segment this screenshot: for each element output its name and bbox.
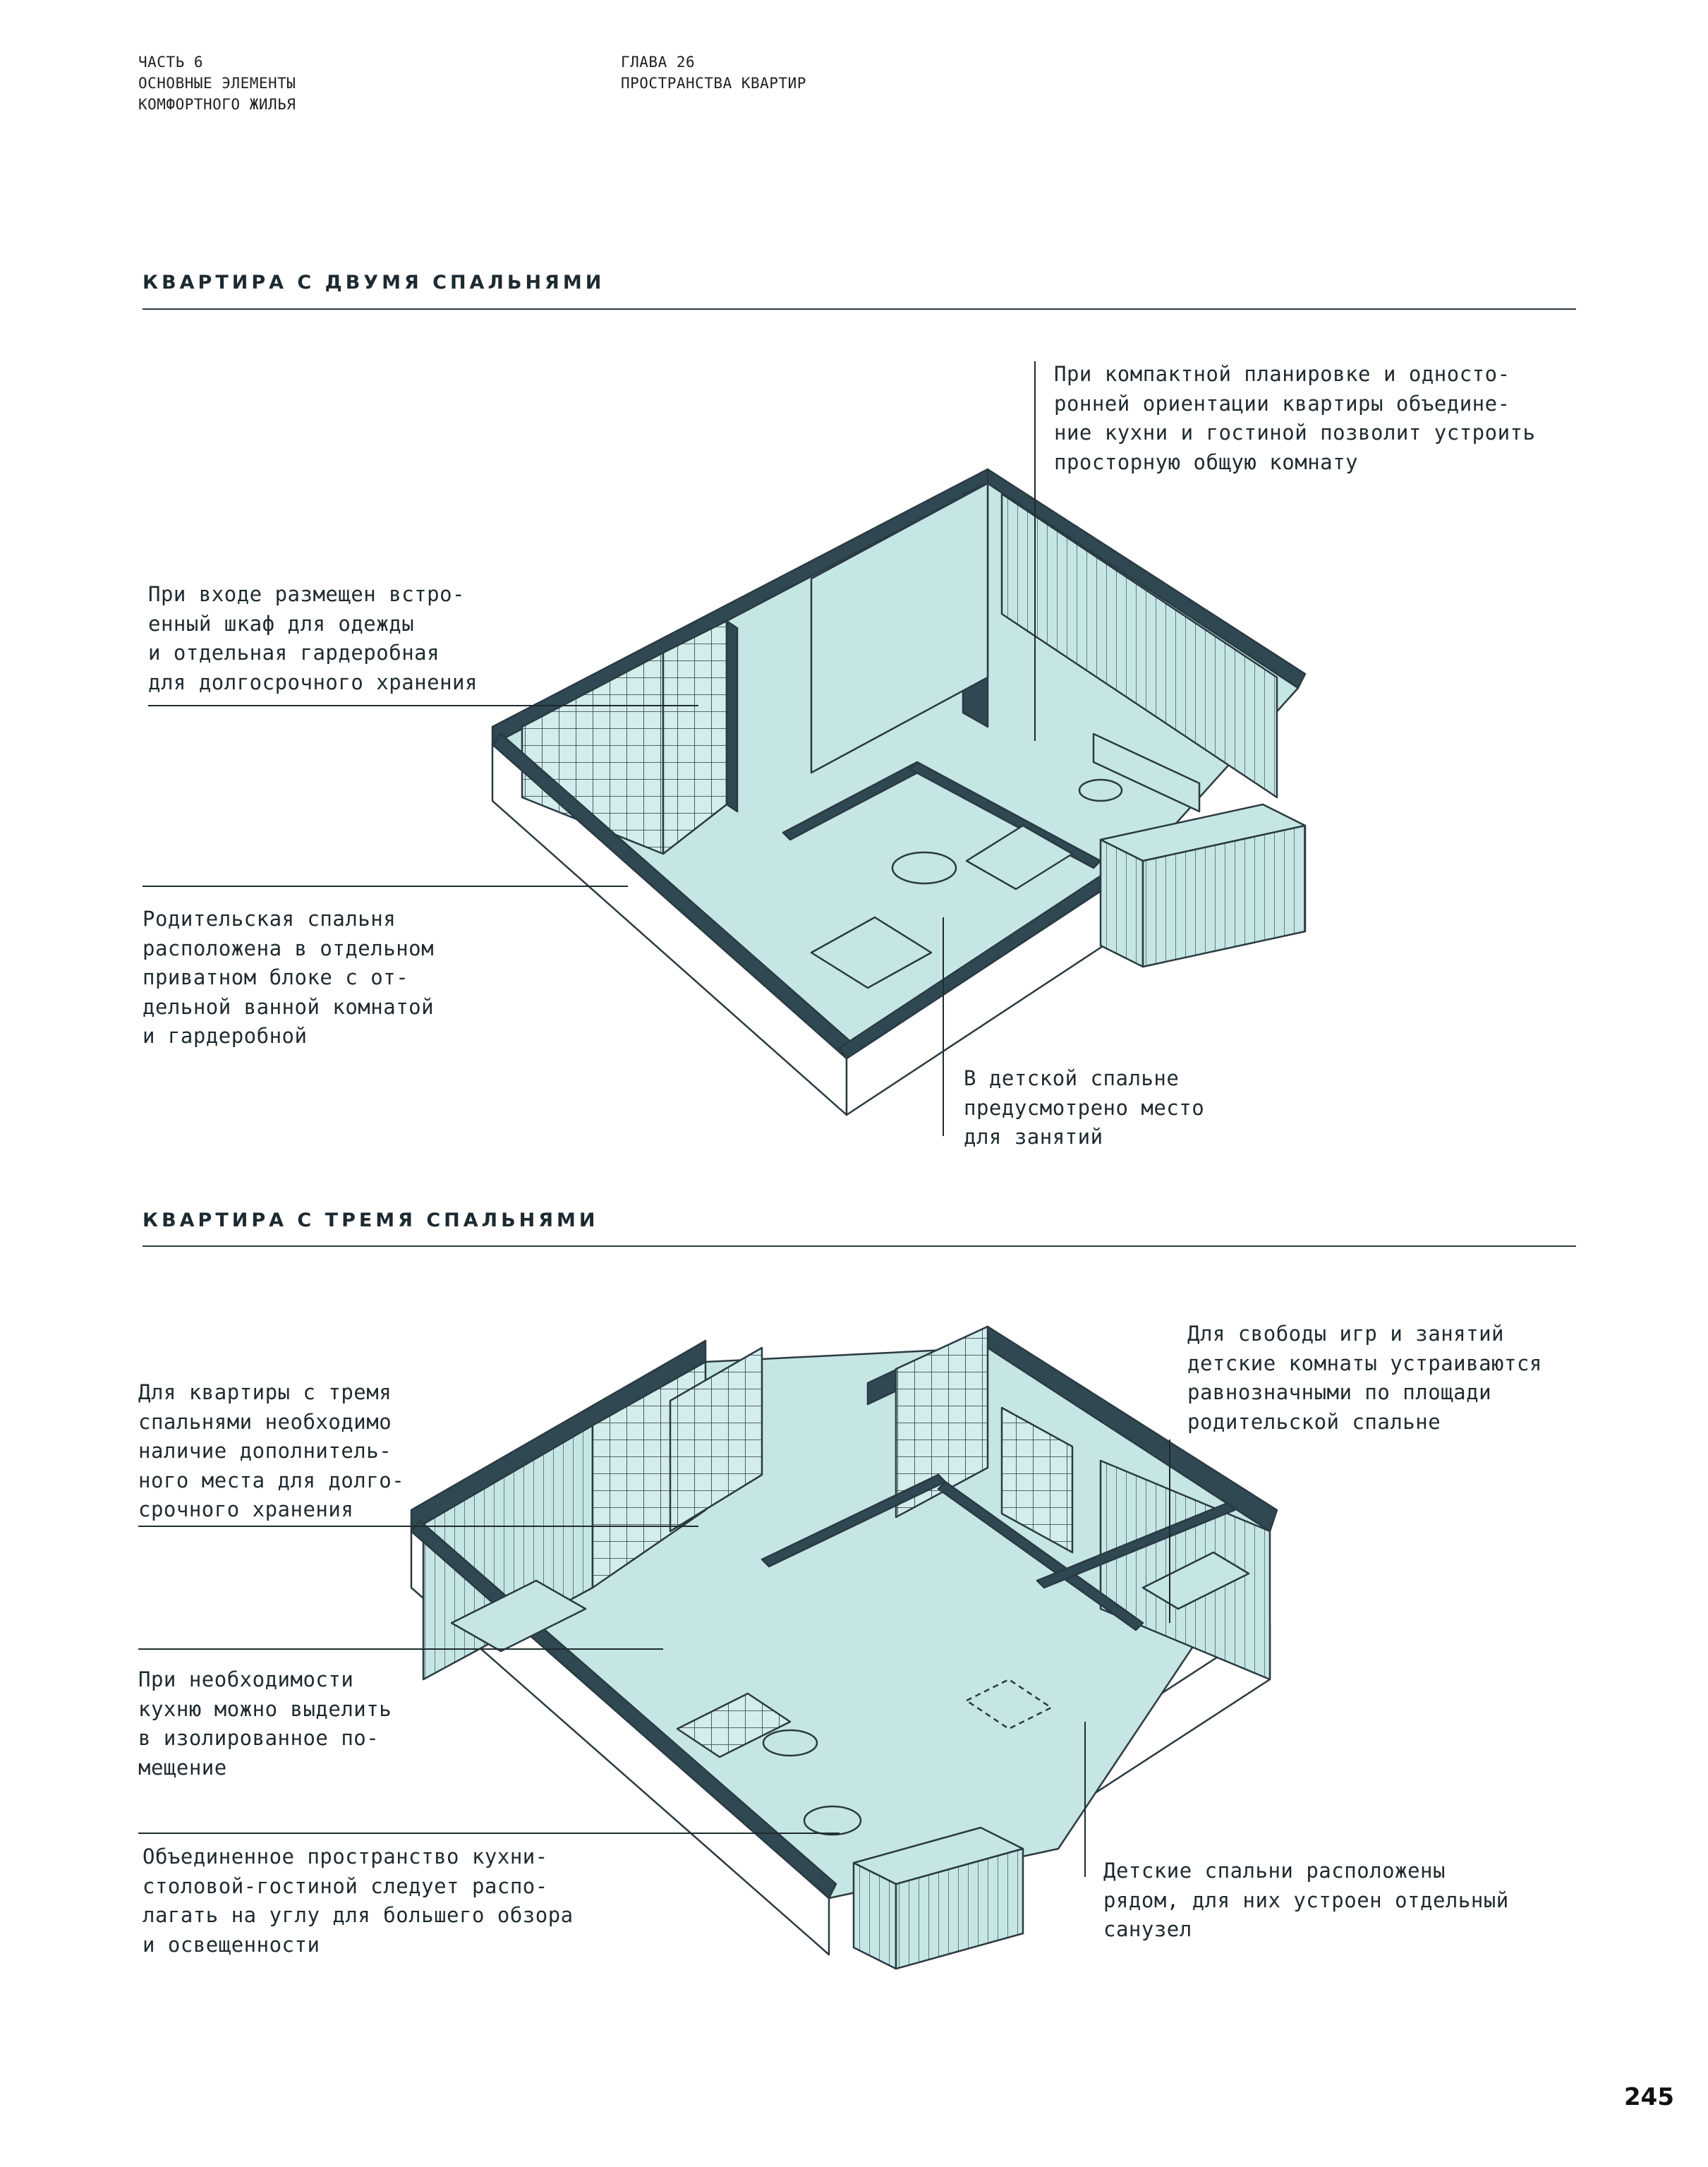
- note-corner-living: Объединенное пространство кухни- столово…: [143, 1845, 574, 1957]
- section-rule: [143, 308, 1576, 310]
- section-title-two-bedrooms: КВАРТИРА С ДВУМЯ СПАЛЬНЯМИ: [143, 272, 605, 294]
- note-entrance: При входе размещен встро- енный шкаф для…: [148, 582, 478, 694]
- note-kids-bathroom: Детские спальни расположены рядом, для н…: [1103, 1859, 1509, 1941]
- note-parents-bedroom: Родительская спальня расположена в отдел…: [143, 907, 435, 1048]
- part-label: ЧАСТЬ 6 ОСНОВНЫЕ ЭЛЕМЕНТЫ КОМФОРТНОГО ЖИ…: [138, 54, 296, 113]
- section-title-three-bedrooms: КВАРТИРА С ТРЕМЯ СПАЛЬНЯМИ: [143, 1209, 599, 1231]
- note-storage: Для квартиры с тремя спальнями необходим…: [138, 1380, 405, 1521]
- page-number: 245: [1624, 2083, 1674, 2111]
- leader-lines-apartment-1: [143, 361, 1036, 1136]
- leader-lines-apartment-2: [138, 1439, 1170, 1877]
- note-kids-bedroom: В детской спальне предусмотрено место дл…: [964, 1066, 1205, 1149]
- note-kitchen: При необходимости кухню можно выделить в…: [138, 1667, 392, 1780]
- apartment-two-bedrooms: [491, 468, 1307, 1116]
- section-rule: [143, 1245, 1576, 1247]
- note-kids-play: Для свободы игр и занятий детские комнат…: [1187, 1322, 1542, 1434]
- apartment-three-bedrooms: [410, 1325, 1278, 1970]
- note-kitchen-living: При компактной планировке и односто- рон…: [1054, 362, 1536, 474]
- chapter-label: ГЛАВА 26 ПРОСТРАНСТВА КВАРТИР: [621, 54, 806, 92]
